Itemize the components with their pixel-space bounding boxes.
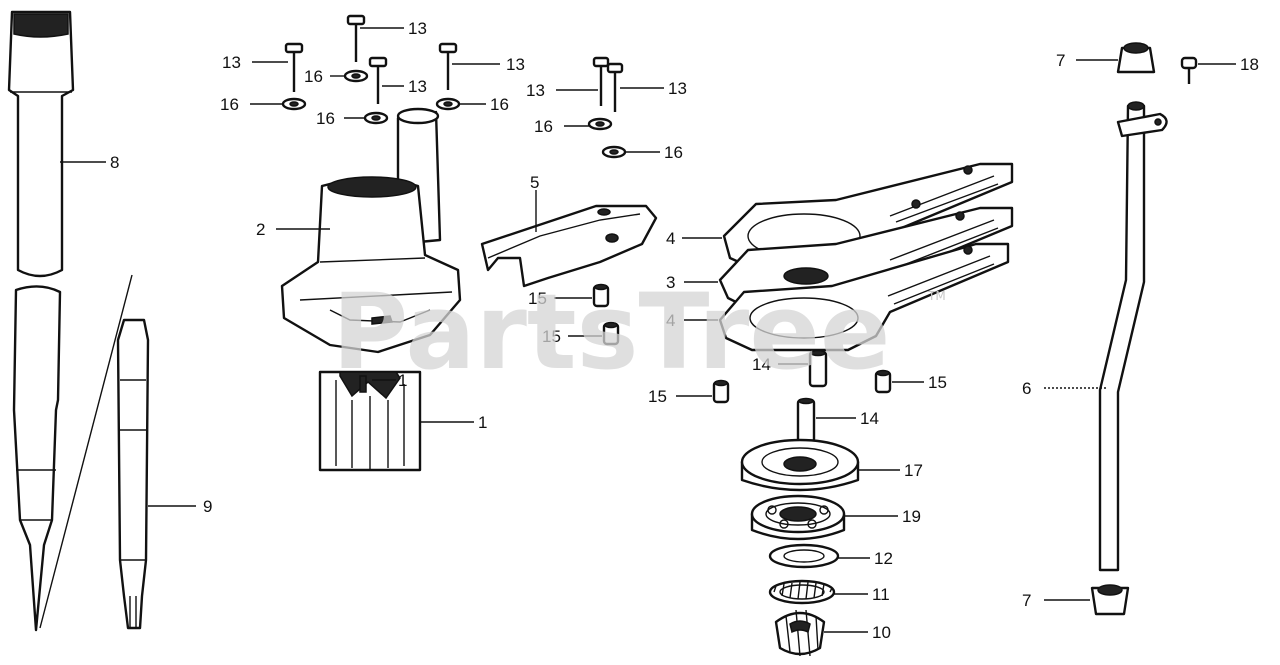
callout-5: 5 <box>530 173 539 192</box>
callout-10: 10 <box>872 623 891 642</box>
callout-16-d: 16 <box>490 95 509 114</box>
callout-19: 19 <box>902 507 921 526</box>
callout-14-b: 14 <box>860 409 879 428</box>
callout-16-b: 16 <box>304 67 323 86</box>
callout-13-c: 13 <box>408 77 427 96</box>
screw[interactable] <box>1180 56 1198 84</box>
callout-2: 2 <box>256 220 265 239</box>
washer-c[interactable] <box>363 111 389 125</box>
callout-13-d: 13 <box>506 55 525 74</box>
drive-shaft-lower[interactable] <box>116 318 150 630</box>
bolt-b[interactable] <box>346 14 366 62</box>
pin-b[interactable] <box>796 397 816 444</box>
callout-12: 12 <box>874 549 893 568</box>
callout-16-a: 16 <box>220 95 239 114</box>
callout-13-e: 13 <box>526 81 545 100</box>
washer-f[interactable] <box>601 145 627 159</box>
dowel-a[interactable] <box>592 283 610 308</box>
dowel-d[interactable] <box>874 369 892 394</box>
callout-17: 17 <box>904 461 923 480</box>
bolt-a[interactable] <box>284 42 304 92</box>
callout-13-a: 13 <box>222 53 241 72</box>
callout-7-bottom: 7 <box>1022 591 1031 610</box>
callout-15-c: 15 <box>648 387 667 406</box>
callout-16-e: 16 <box>534 117 553 136</box>
shim[interactable] <box>768 543 840 569</box>
washer-d[interactable] <box>435 97 461 111</box>
callout-4-upper: 4 <box>666 229 675 248</box>
callout-16-c: 16 <box>316 109 335 128</box>
callout-4-lower: 4 <box>666 311 675 330</box>
washer-e[interactable] <box>587 117 613 131</box>
bolt-e[interactable] <box>592 56 610 106</box>
callout-15-b: 15 <box>542 327 561 346</box>
washer-a[interactable] <box>281 97 307 111</box>
pump-liner[interactable] <box>480 204 658 288</box>
grommet-bottom[interactable] <box>1090 584 1130 616</box>
callout-16-f: 16 <box>664 143 683 162</box>
callout-13-f: 13 <box>668 79 687 98</box>
callout-1-key: 1 <box>398 371 407 390</box>
ball-bearing[interactable] <box>750 494 846 541</box>
callout-14-a: 14 <box>752 355 771 374</box>
grommet-top[interactable] <box>1116 42 1156 74</box>
water-tube[interactable] <box>1098 101 1168 572</box>
callout-1-impeller: 1 <box>478 413 487 432</box>
callout-13-b: 13 <box>408 19 427 38</box>
washer-b[interactable] <box>343 69 369 83</box>
callout-15-a: 15 <box>528 289 547 308</box>
callout-18: 18 <box>1240 55 1259 74</box>
callout-9: 9 <box>203 497 212 516</box>
dowel-b[interactable] <box>602 321 620 346</box>
callout-3: 3 <box>666 273 675 292</box>
thrust-bearing[interactable] <box>768 579 836 605</box>
pinion-gear[interactable] <box>774 609 826 657</box>
callout-15-d: 15 <box>928 373 947 392</box>
pump-housing[interactable] <box>280 107 462 354</box>
gasket-lower[interactable] <box>718 242 1010 352</box>
impeller[interactable] <box>318 370 422 472</box>
callout-8: 8 <box>110 153 119 172</box>
pin-a[interactable] <box>808 349 828 388</box>
drive-shaft-upper[interactable] <box>7 10 133 632</box>
callout-7-top: 7 <box>1056 51 1065 70</box>
bearing-housing[interactable] <box>740 438 860 492</box>
bolt-c[interactable] <box>368 56 388 104</box>
callout-11: 11 <box>872 585 890 604</box>
dowel-c[interactable] <box>712 379 730 404</box>
callout-6: 6 <box>1022 379 1031 398</box>
bolt-d[interactable] <box>438 42 458 90</box>
watermark-tm: TM <box>927 289 946 303</box>
bolt-f[interactable] <box>606 62 624 112</box>
watermark: PartsTree <box>332 271 890 393</box>
